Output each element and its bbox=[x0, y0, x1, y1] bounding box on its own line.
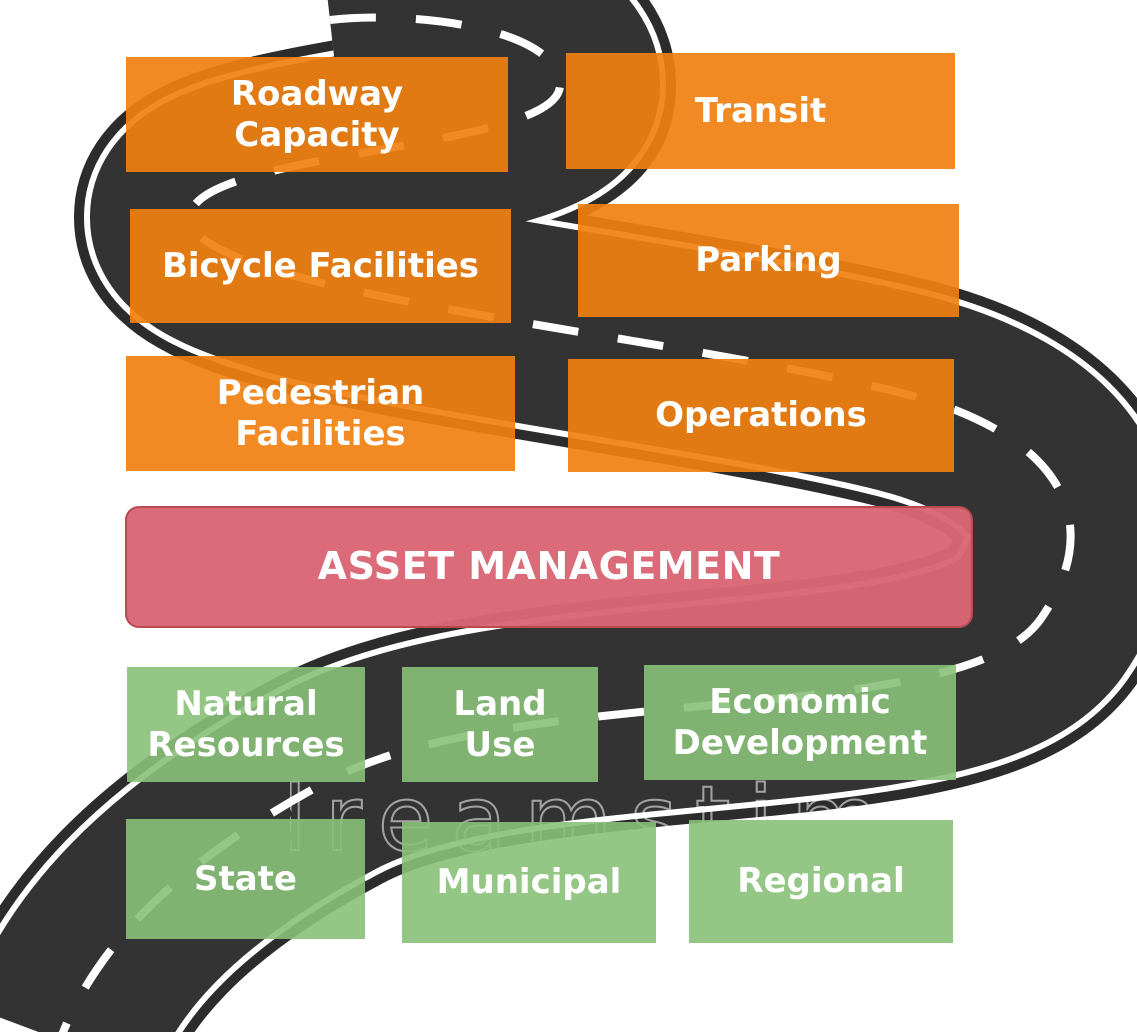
asset-management-box: ASSET MANAGEMENT bbox=[125, 506, 973, 628]
parking-box: Parking bbox=[578, 204, 959, 317]
state-box: State bbox=[126, 819, 365, 939]
bicycle-facilities-box: Bicycle Facilities bbox=[130, 209, 511, 323]
operations-box: Operations bbox=[568, 359, 954, 472]
pedestrian-facilities-box: Pedestrian Facilities bbox=[126, 356, 515, 471]
economic-development-box: Economic Development bbox=[644, 665, 956, 780]
municipal-box: Municipal bbox=[402, 822, 656, 943]
regional-box: Regional bbox=[689, 820, 953, 943]
roadway-capacity-box: Roadway Capacity bbox=[126, 57, 508, 172]
natural-resources-box: Natural Resources bbox=[127, 667, 365, 782]
land-use-box: Land Use bbox=[402, 667, 598, 782]
transit-box: Transit bbox=[566, 53, 955, 169]
